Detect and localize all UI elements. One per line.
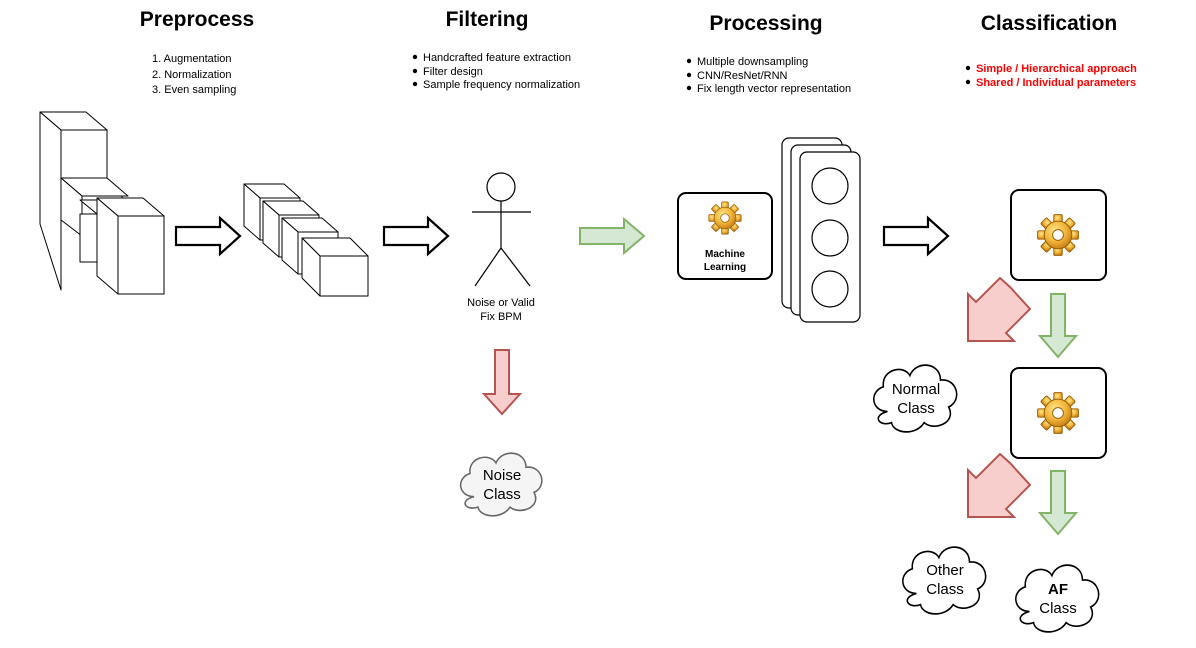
cloud-label: Class [897,400,935,417]
preprocess-title: Preprocess [140,8,254,31]
classifier-box-2 [1010,367,1107,459]
cloud-label: Normal [892,381,940,398]
bullet-dot [412,68,418,74]
bullet-dot [965,79,971,85]
classifier-box-1 [1010,189,1107,281]
other-class-cloud: Other Class [901,546,987,615]
bullet-dot [686,72,692,78]
person-label: Noise or Valid [467,297,535,309]
bullet-dot [412,81,418,87]
person-label: Fix BPM [480,311,522,323]
list-item: 2. Normalization [152,69,231,81]
filtering-list: Handcrafted feature extraction Filter de… [412,52,580,91]
arrow-icon [967,452,1032,518]
list-item: Sample frequency normalization [423,79,580,91]
af-class-cloud: AF Class [1014,564,1100,633]
bullet-dot [965,65,971,71]
list-item: Fix length vector representation [697,83,851,95]
noise-class-cloud: Noise Class [459,452,543,517]
bullet-dot [686,85,692,91]
list-item: Multiple downsampling [697,56,808,68]
neuron-node [811,270,849,308]
filtering-title: Filtering [446,8,529,31]
network-layers [781,137,861,323]
arrow-icon [174,215,242,257]
bullet-dot [686,58,692,64]
list-item: CNN/ResNet/RNN [697,70,788,82]
list-item: Simple / Hierarchical approach [976,63,1137,75]
ml-label: Machine [705,249,745,260]
list-item: Filter design [423,66,483,78]
arrow-icon [579,216,646,256]
cloud-label: Other [926,562,964,579]
preprocess-list: 1. Augmentation 2. Normalization 3. Even… [152,53,236,96]
processing-list: Multiple downsampling CNN/ResNet/RNN Fix… [686,56,851,95]
list-item: 1. Augmentation [152,53,232,65]
cloud-icon [872,364,958,433]
list-item: Handcrafted feature extraction [423,52,571,64]
cloud-label: Class [1039,600,1077,617]
cloud-label: Class [926,581,964,598]
arrow-icon [382,215,450,257]
cloud-label: Class [483,486,521,503]
person-icon [472,172,531,287]
processing-title: Processing [709,12,822,35]
neuron-node [811,219,849,257]
cube-row [243,183,369,297]
arrow-icon [1037,293,1079,359]
arrow-icon [481,349,523,416]
gear-icon [708,201,742,235]
list-item: 3. Even sampling [152,84,236,96]
cloud-label: Noise [483,467,521,484]
list-item: Shared / Individual parameters [976,77,1136,89]
gear-icon [1037,392,1079,434]
machine-learning-box: Machine Learning [677,192,773,280]
ml-label: Learning [704,262,746,273]
normal-class-cloud: Normal Class [872,364,958,433]
arrow-icon [967,276,1032,342]
cloud-icon [1014,564,1100,633]
bullet-dot [412,54,418,60]
arrow-icon [882,215,950,257]
neuron-node [811,167,849,205]
gear-icon [1037,214,1079,256]
cloud-label: AF [1048,581,1068,598]
arrow-icon [1037,470,1079,536]
classification-list: Simple / Hierarchical approach Shared / … [965,63,1137,89]
classification-title: Classification [981,12,1118,35]
preprocess-cube-stack [39,111,165,295]
cloud-icon [459,452,543,517]
